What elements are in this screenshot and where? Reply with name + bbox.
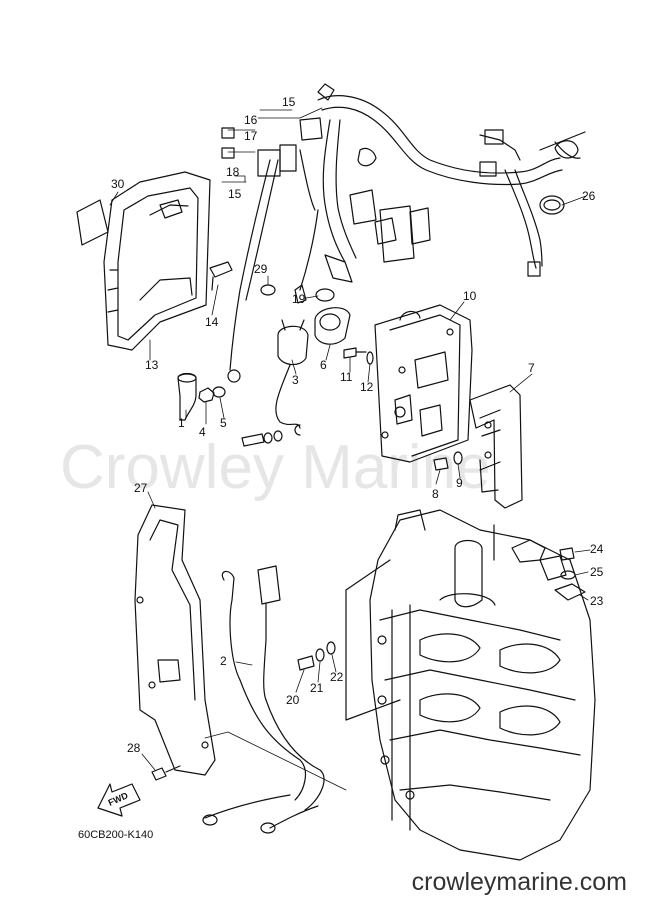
callout-8: 8 [432, 487, 439, 501]
part-5-washer [212, 386, 226, 398]
part-12-washer [366, 351, 374, 365]
callout-20: 20 [286, 693, 300, 707]
part-10-bracket [374, 304, 473, 463]
callout-4: 4 [199, 425, 206, 439]
part-21-washer [315, 648, 325, 662]
footer-url: crowleymarine.com [411, 868, 627, 896]
part-28-bolt [151, 765, 181, 781]
fwd-arrow-icon [97, 783, 141, 817]
callout-9: 9 [456, 476, 463, 490]
part-11-screw [343, 347, 367, 359]
callout-14: 14 [205, 315, 219, 329]
callout-10: 10 [463, 289, 477, 303]
watermark: Crowley Marine [60, 433, 491, 502]
part-8-bolt [433, 457, 449, 471]
part-1-cap [177, 372, 197, 421]
callout-22: 22 [330, 670, 344, 684]
part-22-washer [326, 641, 336, 655]
callout-12: 12 [360, 380, 374, 394]
wire-harness [227, 83, 586, 383]
callout-7: 7 [528, 361, 535, 375]
callout-19: 19 [292, 292, 306, 306]
part-19-clamp [315, 288, 335, 302]
part-14-clip [209, 261, 233, 291]
part-6-holder [314, 307, 351, 345]
callout-13: 13 [145, 358, 159, 372]
part-4-nut [198, 387, 215, 403]
callout-1: 1 [178, 416, 185, 430]
callout-6: 6 [320, 358, 327, 372]
part-2-ground-lead [202, 565, 325, 834]
callout-18: 18 [226, 165, 240, 179]
part-26-grommet [539, 195, 565, 215]
diagram-code: 60CB200-K140 [78, 829, 153, 841]
callout-28: 28 [127, 741, 141, 755]
part-17-18-connectors [221, 127, 297, 177]
part-27-side-cover [134, 504, 216, 776]
callout-29: 29 [254, 262, 268, 276]
callout-24: 24 [590, 542, 604, 556]
callout-15-top: 15 [282, 95, 296, 109]
part-25-washer [560, 570, 576, 580]
engine-block [369, 509, 596, 861]
callout-15-bottom: 15 [228, 187, 242, 201]
leader-lines [109, 107, 591, 791]
relay-bolt [241, 430, 283, 447]
callout-5: 5 [220, 416, 227, 430]
part-20-bolt [297, 655, 315, 671]
callout-11: 11 [340, 370, 353, 384]
callout-labels: 30 13 14 15 16 17 18 15 26 29 19 10 6 11… [111, 95, 604, 755]
callout-23: 23 [590, 594, 604, 608]
callout-16: 16 [244, 113, 258, 127]
callout-27: 27 [134, 481, 148, 495]
part-7-plate [469, 384, 523, 509]
callout-26: 26 [582, 189, 596, 203]
callout-2: 2 [220, 654, 227, 668]
part-29-band [260, 284, 276, 296]
part-30-cover [76, 199, 109, 246]
part-3-relay [275, 319, 309, 436]
callout-25: 25 [590, 565, 604, 579]
part-24-bolt [559, 547, 575, 561]
part-23-plate [554, 583, 586, 601]
callout-30: 30 [111, 177, 125, 191]
callout-17: 17 [244, 129, 258, 143]
reference-box [345, 524, 495, 721]
callout-3: 3 [292, 373, 299, 387]
part-13-box-cover [103, 171, 211, 351]
callout-21: 21 [310, 681, 324, 695]
